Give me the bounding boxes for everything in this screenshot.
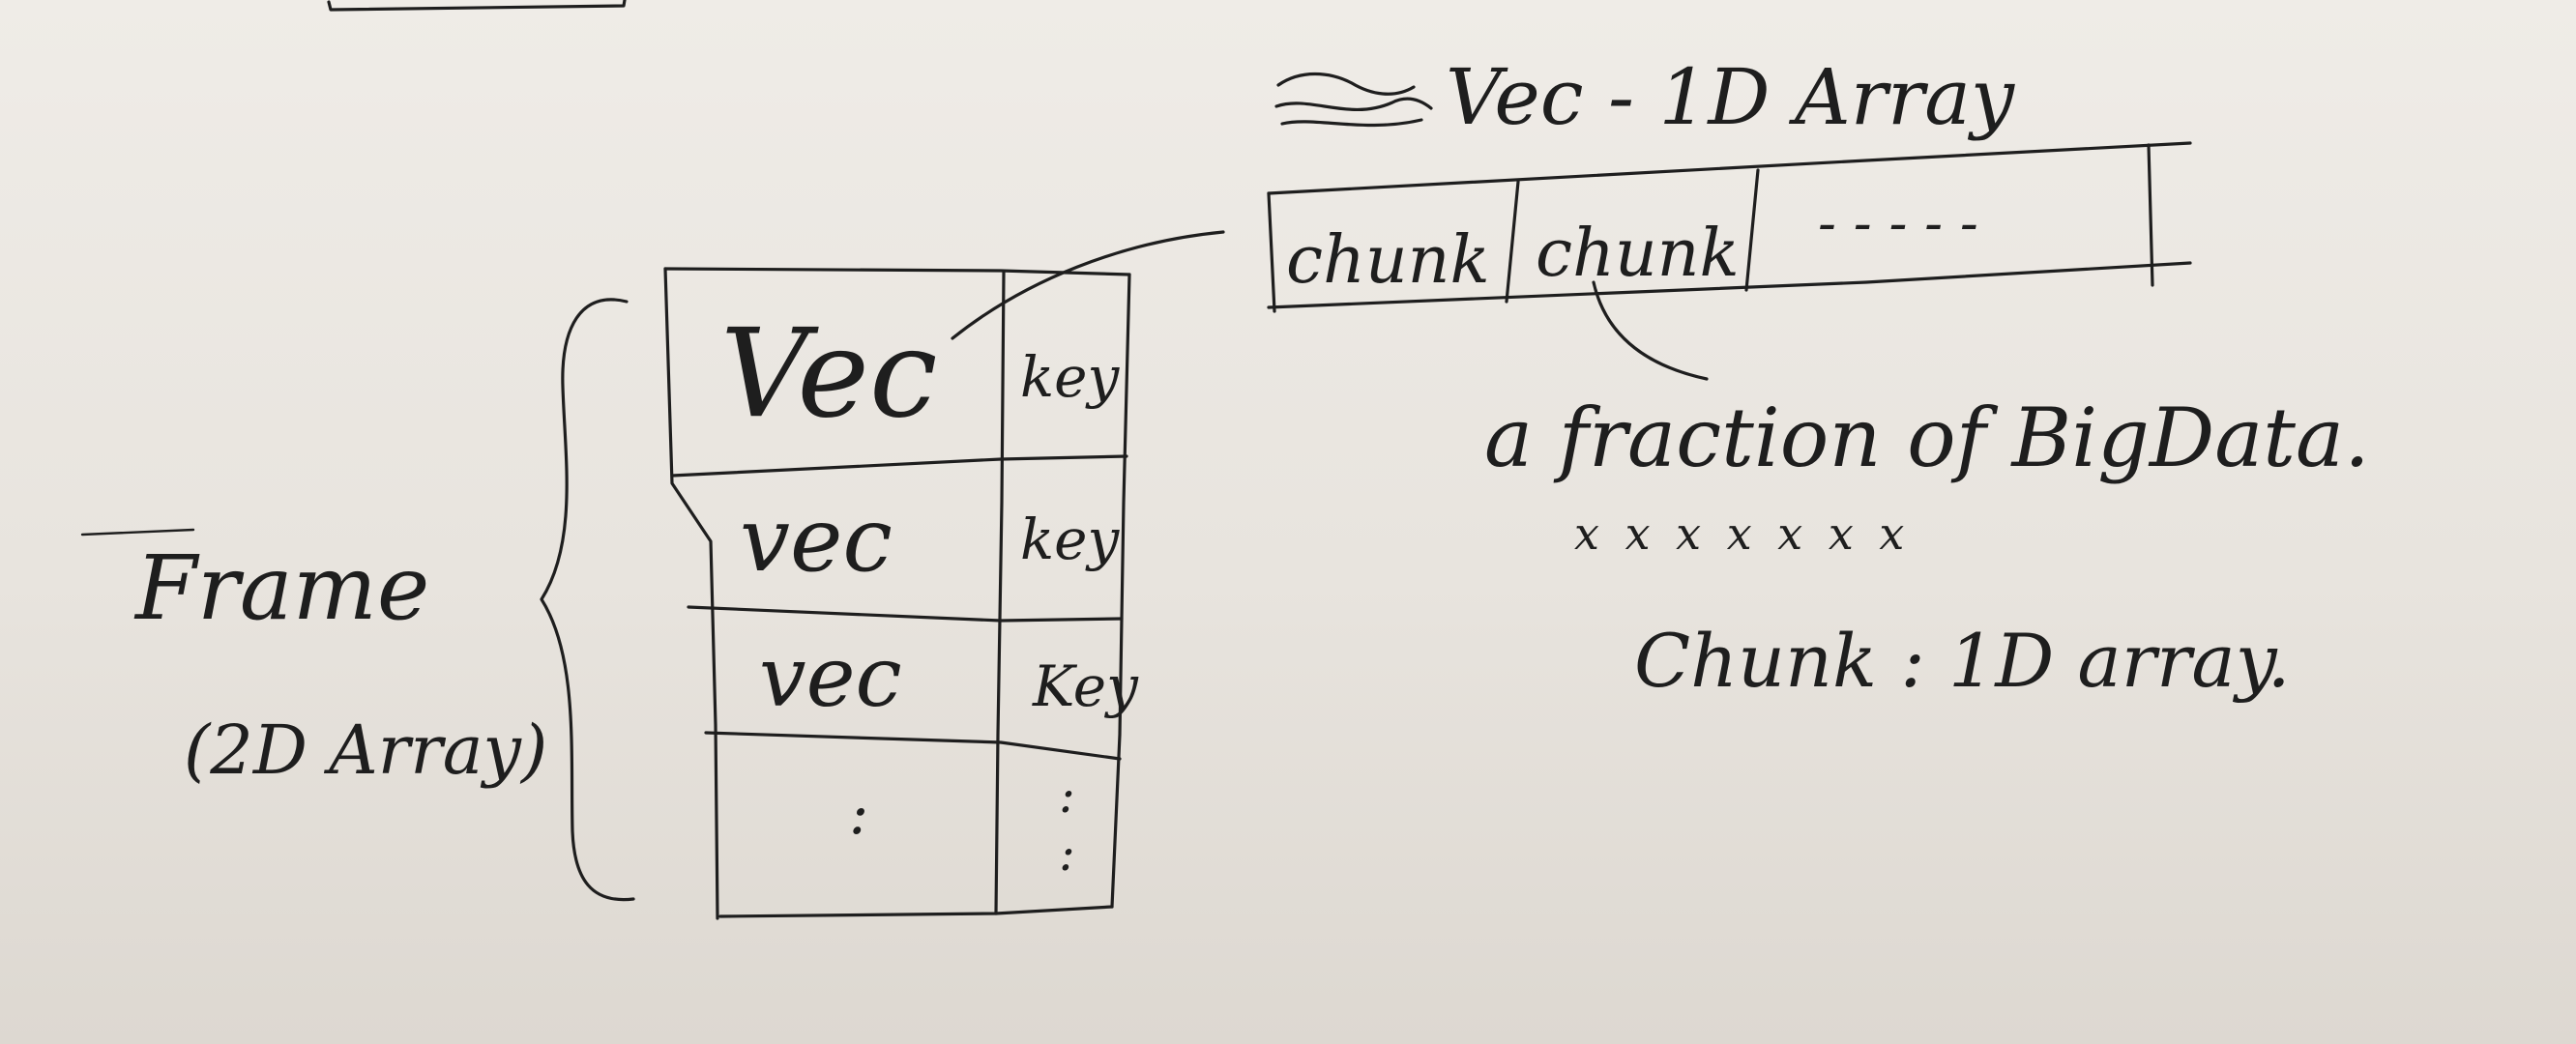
crossed-out-scribble [1276, 72, 1416, 96]
vec-array-top-edge [1267, 141, 2192, 195]
frame-vec-ellipsis: : [849, 780, 868, 848]
frame-table-left-edge [663, 267, 719, 920]
frame-row-divider-1 [670, 454, 1128, 478]
frame-row-2-vec: vec [740, 488, 893, 592]
frame-column-divider [994, 271, 1006, 915]
vec-array-cell-2: chunk [1536, 216, 1740, 292]
crossed-out-scribble-2 [1274, 97, 1433, 111]
frame-row-3-vec: vec [759, 629, 902, 726]
vec-array-left-edge [1267, 191, 1276, 313]
crossed-out-scribble-3 [1280, 118, 1423, 128]
frame-table-top-edge [663, 267, 1131, 276]
vec-array-right-edge [2147, 143, 2154, 287]
frame-curly-brace [540, 298, 635, 902]
frame-row-2-key: key [1020, 507, 1120, 572]
frame-key-ellipsis-1: : [1059, 768, 1075, 824]
vec-array-cell-3: - - - - - [1818, 192, 1978, 255]
frame-row-3-key: Key [1032, 653, 1139, 719]
vec-to-array-connector [951, 230, 1225, 340]
frame-table-bottom-edge [718, 905, 1114, 918]
frame-label-overbar [80, 528, 195, 536]
frame-table: Vec key vec key vec Key : : : [663, 267, 1139, 920]
vec-array: Vec - 1D Array chunk chunk - - - - - [1267, 52, 2192, 313]
chunk-note-line-2: Chunk : 1D array. [1634, 618, 2291, 704]
chunk-note-marks: x x x x x x x [1574, 508, 1910, 560]
vec-array-cell-divider-2 [1744, 168, 1760, 292]
vec-array-title: Vec - 1D Array [1446, 52, 2016, 142]
stray-box-fragment [327, 0, 627, 12]
chunk-note-line-1: a fraction of BigData. [1484, 391, 2370, 485]
frame-sublabel: (2D Array) [184, 710, 547, 790]
frame-key-ellipsis-2: : [1059, 826, 1075, 882]
frame-row-divider-2 [687, 605, 1124, 623]
vec-array-bottom-edge [1267, 261, 2192, 309]
frame-row-1-key: key [1020, 344, 1120, 410]
vec-array-cell-1: chunk [1286, 222, 1490, 299]
chunk-to-note-connector [1592, 280, 1709, 381]
frame-row-1-vec: Vec [720, 303, 938, 445]
frame-label: Frame [133, 536, 429, 640]
vec-array-cell-divider-1 [1505, 180, 1520, 304]
frame-row-divider-3 [704, 731, 1122, 761]
